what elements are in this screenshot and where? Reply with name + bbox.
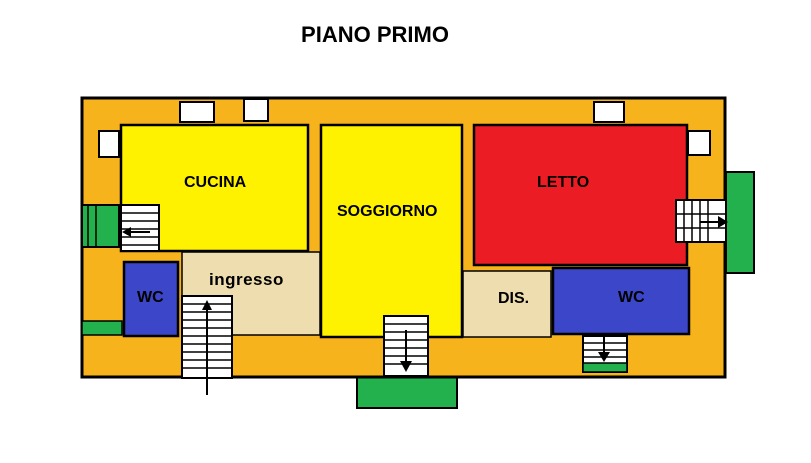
wall-notch [179, 101, 215, 123]
wall-notch [687, 130, 711, 156]
stairs-entrance [181, 295, 233, 395]
balcony-right [725, 171, 755, 274]
balcony-bottom [356, 373, 458, 409]
stairs-soggiorno [383, 315, 429, 377]
room-letto [472, 123, 689, 267]
wall-notch [243, 98, 269, 122]
stairs-right [675, 199, 728, 243]
label-soggiorno: SOGGIORNO [337, 203, 438, 220]
room-wc-left [122, 260, 180, 338]
label-letto: LETTO [537, 174, 590, 191]
room-soggiorno [319, 123, 464, 339]
stairs-bottom-right [582, 334, 628, 373]
label-dis: DIS. [498, 290, 530, 307]
label-cucina: CUCINA [184, 174, 247, 191]
wall-notch [98, 130, 120, 158]
room-dis [462, 270, 552, 338]
label-ingresso: ingresso [209, 270, 284, 289]
stairs-left [120, 204, 160, 252]
wall-notch [593, 101, 625, 123]
label-wc-right: WC [618, 289, 645, 306]
balcony-left-lower [81, 320, 123, 336]
floor-title: PIANO PRIMO [301, 22, 449, 47]
label-wc-left: WC [137, 289, 164, 306]
room-wc-right [551, 266, 691, 336]
